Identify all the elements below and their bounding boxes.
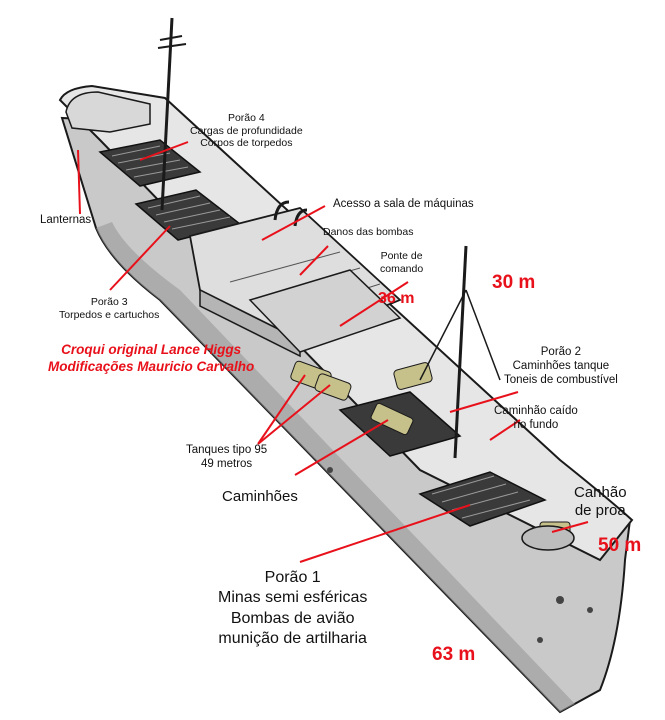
- acesso-maquinas-label: Acesso a sala de máquinas: [333, 198, 474, 210]
- danos-bombas-label: Danos das bombas: [323, 226, 414, 238]
- depth-63m: 63 m: [432, 644, 476, 665]
- hold-4: [98, 139, 202, 187]
- damage-marks: [327, 467, 593, 643]
- aft-mast: [160, 17, 174, 211]
- tanques-tipo-95-label: Tanques tipo 95 49 metros: [186, 444, 268, 470]
- caminhoes-label: Caminhões: [222, 488, 298, 505]
- stern-house: [65, 91, 151, 133]
- porao-2-label: Porão 2 Caminhões tanque Toneis de combu…: [504, 346, 618, 386]
- porao-1-label: Porão 1 Minas semi esféricas Bombas de a…: [218, 569, 368, 648]
- lanternas-label: Lanternas: [40, 214, 92, 226]
- depth-50m: 50 m: [598, 535, 642, 556]
- caminhao-caido-label: Caminhão caído no fundo: [494, 405, 578, 431]
- depth-36m: 36 m: [378, 290, 415, 307]
- depth-30m: 30 m: [492, 272, 536, 293]
- hold-1: [418, 471, 547, 527]
- leader-lines: [77, 141, 589, 563]
- ponte-comando-label: Ponte de comando: [380, 250, 424, 275]
- canhao-proa-label: Canhão de proa: [574, 484, 627, 519]
- bridge: [248, 269, 402, 353]
- credit-text: Croqui original Lance Higgs Modificações…: [48, 342, 255, 374]
- porao-3-label: Porão 3 Torpedos e cartuchos: [59, 296, 160, 321]
- porao-4-label: Porão 4 Cargas de profundidade Corpos de…: [190, 112, 303, 150]
- fore-mast: [453, 245, 468, 459]
- bow-gun-platform: [521, 525, 575, 551]
- hull-shadow: [96, 222, 575, 712]
